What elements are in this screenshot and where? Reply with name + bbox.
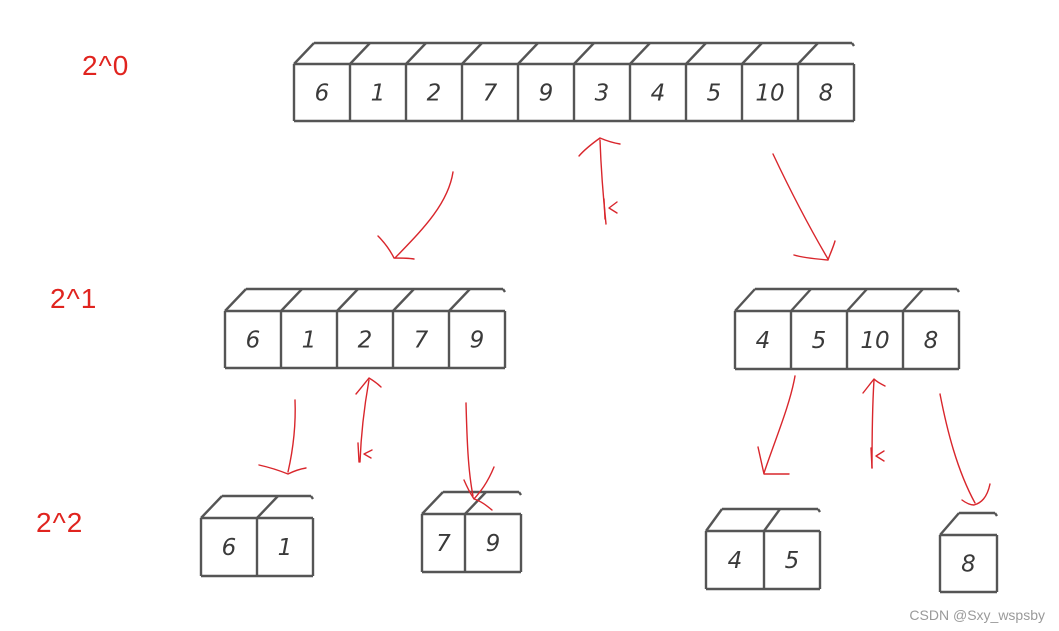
array-cell-value: 4 bbox=[756, 328, 771, 354]
split-arrow-down-left-head bbox=[377, 235, 415, 260]
cell-top-slant bbox=[939, 512, 960, 536]
array-right-bevel bbox=[994, 512, 998, 517]
cell-top-slant bbox=[349, 42, 371, 65]
cell-top-slant bbox=[763, 508, 781, 532]
cell-top-slant bbox=[392, 288, 415, 312]
cell-top-slant bbox=[464, 491, 487, 515]
split-arrow-right-d-head bbox=[961, 483, 991, 506]
array-cell-value: 7 bbox=[436, 531, 451, 557]
cell-top-slant bbox=[734, 288, 756, 312]
array-right-bevel bbox=[502, 288, 506, 293]
array-cell-value: 3 bbox=[595, 81, 610, 107]
cell-top-slant bbox=[517, 42, 539, 65]
level-label-2: 2^2 bbox=[36, 507, 84, 538]
array-cell-value: 1 bbox=[371, 81, 386, 107]
cell-top-slant bbox=[629, 42, 651, 65]
watermark: CSDN @Sxy_wspsby bbox=[909, 607, 1045, 623]
merge-arrow-up-top-head bbox=[578, 137, 621, 157]
array-right-bevel bbox=[851, 42, 855, 47]
array-level2-d: 8 bbox=[961, 552, 976, 578]
cell-top-slant bbox=[200, 495, 223, 519]
array-front-edges bbox=[420, 512, 521, 574]
array-cell-value: 5 bbox=[812, 328, 827, 354]
cell-top-slant bbox=[846, 288, 868, 312]
level-label-1: 2^1 bbox=[50, 283, 98, 314]
array-cell-value: 6 bbox=[222, 535, 237, 561]
split-arrow-down-right-head bbox=[793, 240, 836, 261]
split-arrow-right-d bbox=[939, 393, 976, 504]
array-right-bevel bbox=[817, 508, 821, 513]
array-cell-value: 4 bbox=[728, 548, 743, 574]
array-cell-value: 5 bbox=[785, 548, 800, 574]
array-cell-value: 6 bbox=[246, 328, 261, 354]
split-arrow-left-a-head bbox=[258, 464, 307, 475]
array-cell-value: 6 bbox=[315, 81, 330, 107]
merge-arrow-up-left bbox=[359, 379, 370, 463]
cell-top-slant bbox=[336, 288, 359, 312]
array-cell-value: 9 bbox=[470, 328, 485, 354]
arrows-layer bbox=[258, 137, 991, 511]
cell-top-slant bbox=[797, 42, 819, 65]
array-right-bevel bbox=[518, 491, 522, 496]
array-right-bevel bbox=[956, 288, 960, 293]
split-arrow-right-c bbox=[763, 375, 796, 474]
level-label-0: 2^0 bbox=[82, 50, 130, 81]
split-arrow-down-right bbox=[772, 153, 829, 260]
split-arrow-right-c-head bbox=[757, 446, 790, 475]
split-arrow-down-left bbox=[394, 171, 454, 259]
array-cell-value: 10 bbox=[755, 81, 784, 107]
array-cell-value: 9 bbox=[486, 531, 501, 557]
array-cell-value: 8 bbox=[924, 328, 939, 354]
cell-top-slant bbox=[741, 42, 763, 65]
array-cell-value: 9 bbox=[539, 81, 554, 107]
array-cell-value: 8 bbox=[961, 552, 976, 578]
array-cell-value: 2 bbox=[427, 81, 442, 107]
array-level1-right: 4 5 10 8 bbox=[756, 328, 939, 354]
cell-top-slant bbox=[293, 42, 315, 65]
array-cell-value: 1 bbox=[278, 535, 293, 561]
array-cell-value: 1 bbox=[302, 328, 317, 354]
cell-top-slant bbox=[280, 288, 303, 312]
split-arrow-left-b bbox=[465, 402, 474, 497]
split-arrow-left-a bbox=[287, 399, 296, 473]
array-cell-value: 8 bbox=[819, 81, 834, 107]
array-right-bevel bbox=[310, 495, 314, 500]
merge-mark-right bbox=[870, 447, 885, 469]
cell-top-slant bbox=[256, 495, 279, 519]
cell-top-slant bbox=[405, 42, 427, 65]
cell-top-slant bbox=[790, 288, 812, 312]
merge-mark-top bbox=[603, 198, 618, 220]
merge-arrow-up-right-head bbox=[862, 378, 886, 394]
array-cell-value: 5 bbox=[707, 81, 722, 107]
array-cell-value: 10 bbox=[860, 328, 889, 354]
array-cell-value: 7 bbox=[414, 328, 429, 354]
array-front-edges bbox=[938, 533, 997, 594]
array-front-edges bbox=[223, 309, 505, 370]
merge-arrow-up-left-head bbox=[355, 377, 382, 395]
array-level1-left: 6 1 2 7 9 bbox=[246, 328, 485, 354]
cell-top-slant bbox=[421, 491, 444, 515]
cell-top-slant bbox=[448, 288, 471, 312]
split-arrow-left-b-head bbox=[463, 466, 495, 511]
array-level0: 6 1 2 7 9 3 4 5 10 8 bbox=[315, 81, 834, 107]
array-cell-value: 4 bbox=[651, 81, 666, 107]
array-cell-value: 7 bbox=[483, 81, 498, 107]
cell-top-slant bbox=[224, 288, 247, 312]
cell-top-slant bbox=[902, 288, 924, 312]
cell-top-slant bbox=[573, 42, 595, 65]
cell-top-slant bbox=[705, 508, 723, 532]
cell-top-slant bbox=[685, 42, 707, 65]
merge-mark-left bbox=[357, 442, 373, 463]
cell-top-slant bbox=[461, 42, 483, 65]
array-cell-value: 2 bbox=[358, 328, 373, 354]
merge-arrow-up-right bbox=[871, 379, 875, 469]
